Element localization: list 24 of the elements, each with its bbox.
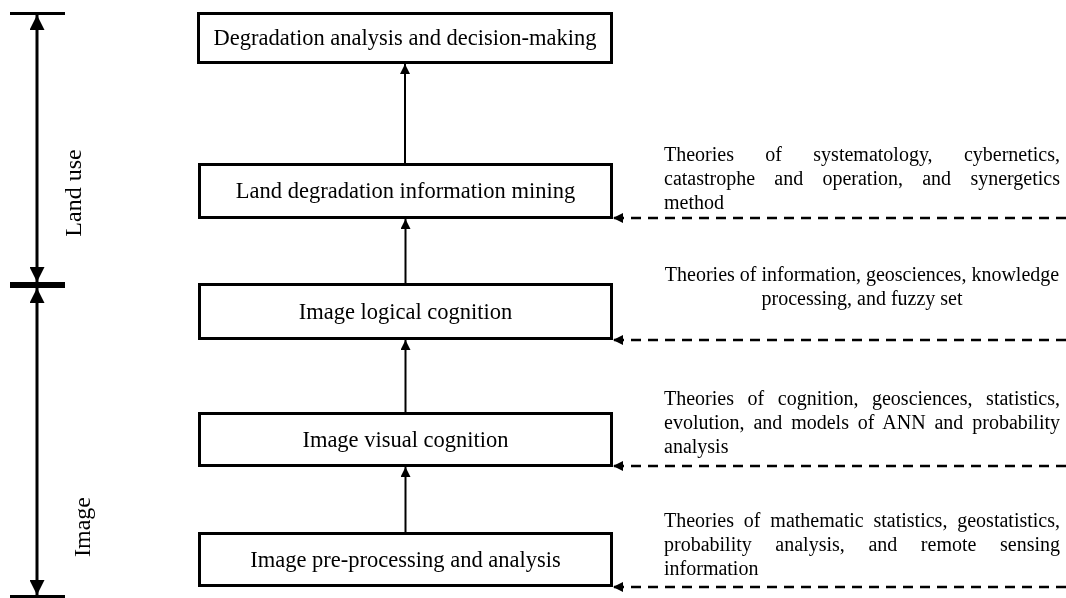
process-box	[198, 163, 613, 219]
box-label: Image pre-processing and analysis	[250, 546, 561, 573]
process-box	[198, 412, 613, 467]
note-text: Theories of information, geosciences, knowledge processing, and fuzzy set	[664, 262, 1060, 310]
arrow	[400, 339, 411, 413]
arrow	[400, 218, 411, 284]
box-label: Image logical cognition	[298, 298, 513, 325]
note-text: Theories of mathematic statistics, geostatistics, probability analysis, and remote sensing information	[664, 508, 1060, 580]
process-box	[198, 283, 613, 340]
note-text: Theories of systematology, cybernetics, catastrophe and operation, and synergetics method	[664, 142, 1060, 214]
dashed-arrow	[613, 335, 1066, 345]
axis-label: Land use	[59, 148, 87, 239]
dashed-arrow	[613, 213, 1066, 223]
box-label: Image visual cognition	[302, 426, 509, 453]
process-box	[198, 532, 613, 587]
note-text: Theories of cognition, geosciences, statistics, evolution, and models of ANN and probability analysis	[664, 386, 1060, 458]
dashed-arrow	[613, 582, 1066, 592]
axis-label: Image	[68, 496, 96, 559]
box-label: Degradation analysis and decision-making	[213, 25, 597, 51]
dashed-arrow	[613, 461, 1066, 471]
process-box	[197, 12, 613, 64]
box-label: Land degradation information mining	[235, 178, 576, 204]
arrow	[400, 63, 410, 164]
arrow	[400, 466, 411, 533]
